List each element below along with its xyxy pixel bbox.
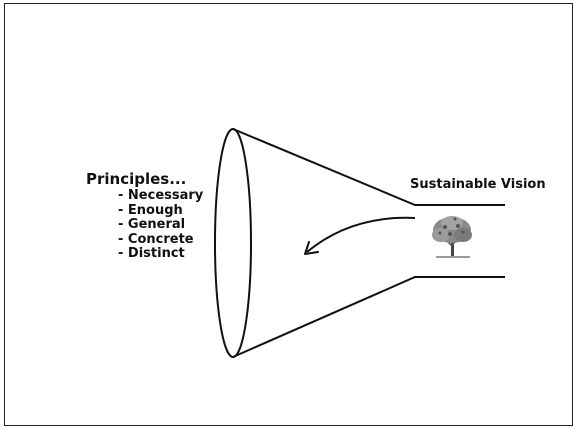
- principles-block: Principles... Necessary Enough General C…: [86, 172, 203, 262]
- principle-item: General: [118, 217, 203, 233]
- funnel-bottom-edge: [232, 276, 505, 358]
- principles-heading: Principles...: [86, 170, 187, 188]
- tree-icon: [432, 216, 472, 258]
- funnel-mouth-ellipse: [214, 128, 252, 358]
- funnel-top-edge: [232, 128, 505, 206]
- principles-list: Necessary Enough General Concrete Distin…: [86, 188, 203, 262]
- principle-item: Necessary: [118, 188, 203, 204]
- sustainable-vision-label: Sustainable Vision: [410, 177, 546, 192]
- principle-item: Concrete: [118, 232, 203, 248]
- slide-frame: [4, 3, 573, 426]
- principle-item: Distinct: [118, 246, 203, 262]
- principle-item: Enough: [118, 203, 203, 219]
- curved-arrow-icon: [304, 216, 416, 255]
